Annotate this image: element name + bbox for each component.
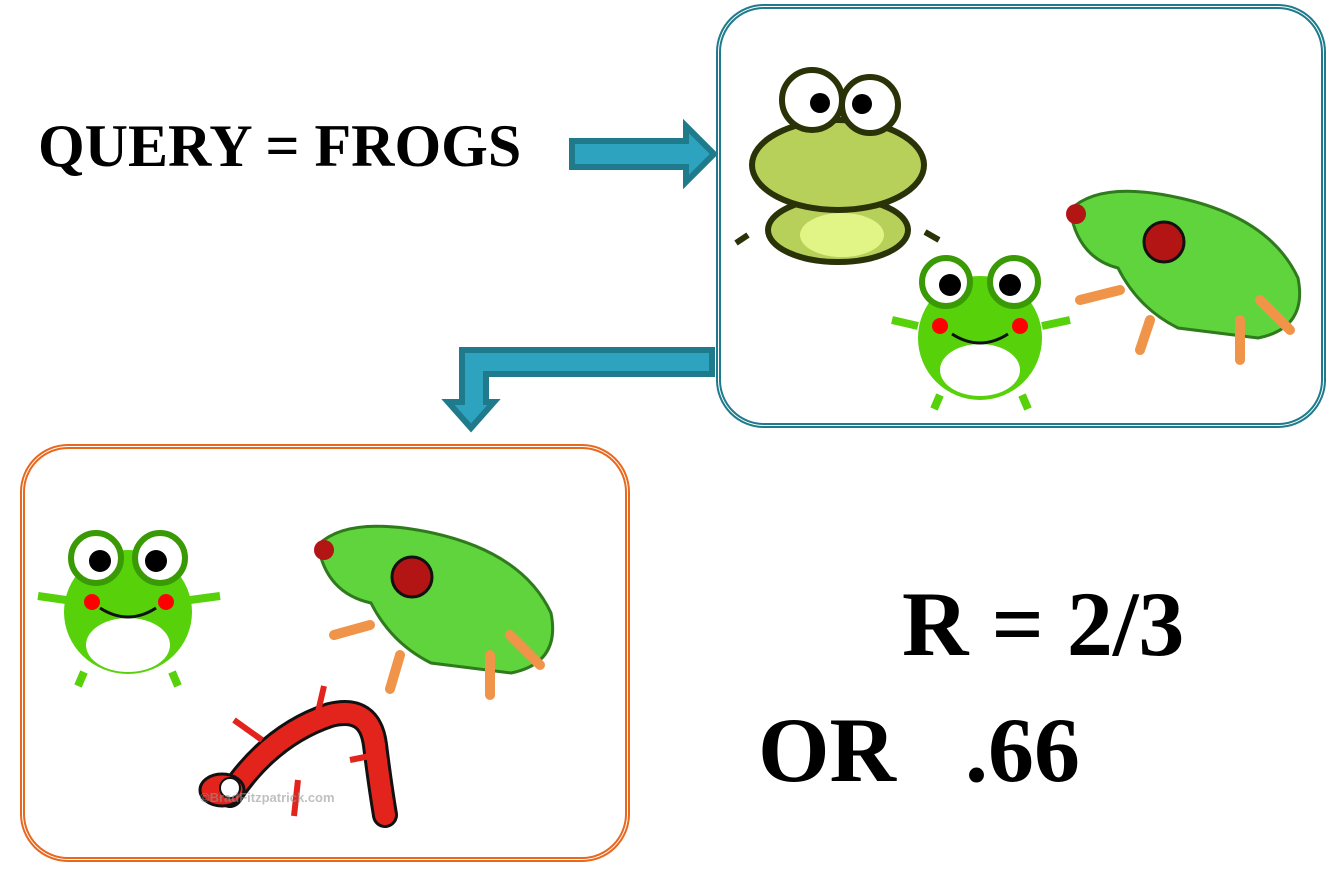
bent-down-arrow-icon xyxy=(441,347,715,433)
cartoon-frog-outline-image xyxy=(734,67,941,265)
green-frog-image xyxy=(891,255,1071,411)
red-lizard-image xyxy=(198,685,398,828)
right-arrow-icon xyxy=(569,118,719,190)
recall-fraction-label: R = 2/3 xyxy=(902,573,1185,675)
query-label: QUERY = FROGS xyxy=(38,113,522,179)
recall-decimal-label: OR .66 xyxy=(758,699,1080,801)
red-eyed-tree-frog-image xyxy=(1066,189,1302,365)
red-eyed-tree-frog-image xyxy=(314,524,555,700)
relevant-results-box xyxy=(20,444,630,862)
green-frog-image xyxy=(37,530,221,688)
watermark-text: ©BradFitzpatrick.com xyxy=(200,790,335,805)
retrieved-results-box xyxy=(716,4,1326,428)
